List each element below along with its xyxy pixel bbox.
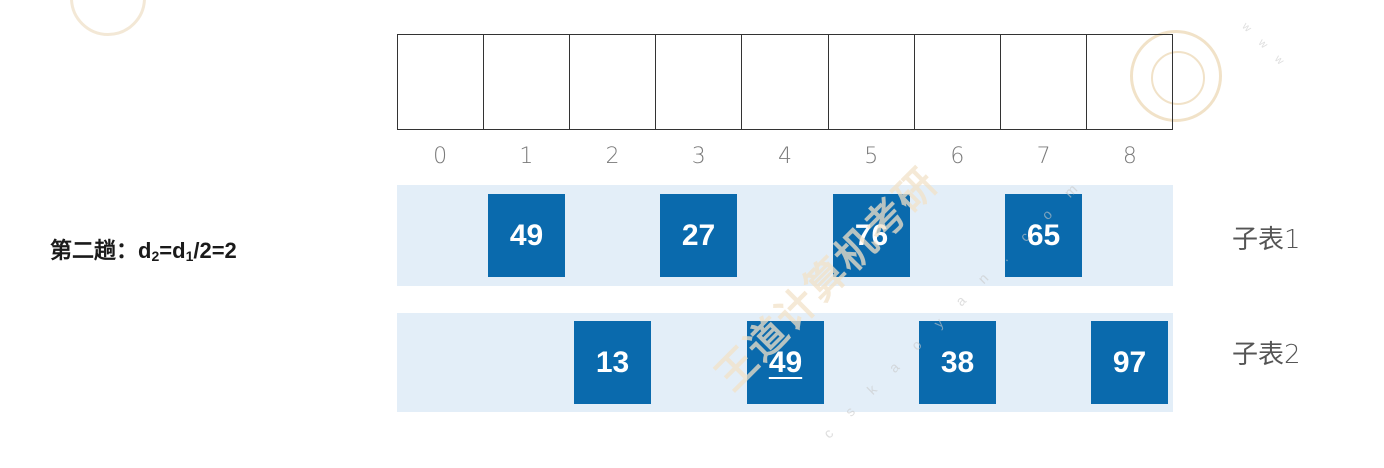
array-cell [656,35,743,129]
element-value: 49 [768,345,803,379]
array-cell [398,35,485,129]
step-eq: =d [159,238,186,263]
index-label: 6 [950,144,965,169]
step-prefix: 第二趟： [50,238,139,263]
array-cell [742,35,829,129]
sublist-1-element: 49 [488,194,565,277]
index-label: 3 [691,144,706,169]
step-d: d [138,238,152,263]
index-label: 7 [1036,144,1051,169]
element-value: 97 [1112,345,1147,379]
array-cell [570,35,657,129]
index-label: 5 [864,144,879,169]
sublist-2-band: 13 49 38 97 [397,313,1173,412]
step-sub-2: 2 [151,248,160,264]
array-cell [1087,35,1172,129]
element-value: 13 [595,345,630,379]
index-label: 0 [433,144,448,169]
step-rest: /2=2 [193,238,237,263]
array-cell [829,35,915,129]
sublist-2-element: 49 [747,321,824,404]
element-value: 38 [940,345,975,379]
sublist-2-label: 子表2 [1232,340,1301,370]
step-sub-1: 1 [185,248,194,264]
array-cell [1001,35,1087,129]
index-labels: 0 1 2 3 4 5 6 7 8 [397,140,1173,174]
sublist-1-element: 27 [660,194,737,277]
index-label: 1 [519,144,534,169]
element-value: 65 [1026,218,1061,252]
watermark-seal-corner [70,0,146,36]
array-cell [484,35,571,129]
watermark-dots: w w w [1239,20,1291,72]
array [397,34,1173,130]
sublist-2-element: 38 [919,321,996,404]
index-label: 2 [605,144,620,169]
sublist-1-element: 76 [833,194,910,277]
element-value: 49 [509,218,544,252]
array-cell [915,35,1001,129]
element-value: 76 [854,218,889,252]
sublist-1-label: 子表1 [1232,225,1301,255]
sublist-2-element: 97 [1091,321,1168,404]
index-label: 4 [777,144,792,169]
sublist-1-band: 49 27 76 65 [397,185,1173,286]
step-label: 第二趟：d2=d1/2=2 [50,233,237,265]
index-label: 8 [1122,144,1137,169]
sublist-2-element: 13 [574,321,651,404]
element-value: 27 [681,218,716,252]
sublist-1-element: 65 [1005,194,1082,277]
watermark-seal-icon [1130,30,1222,122]
